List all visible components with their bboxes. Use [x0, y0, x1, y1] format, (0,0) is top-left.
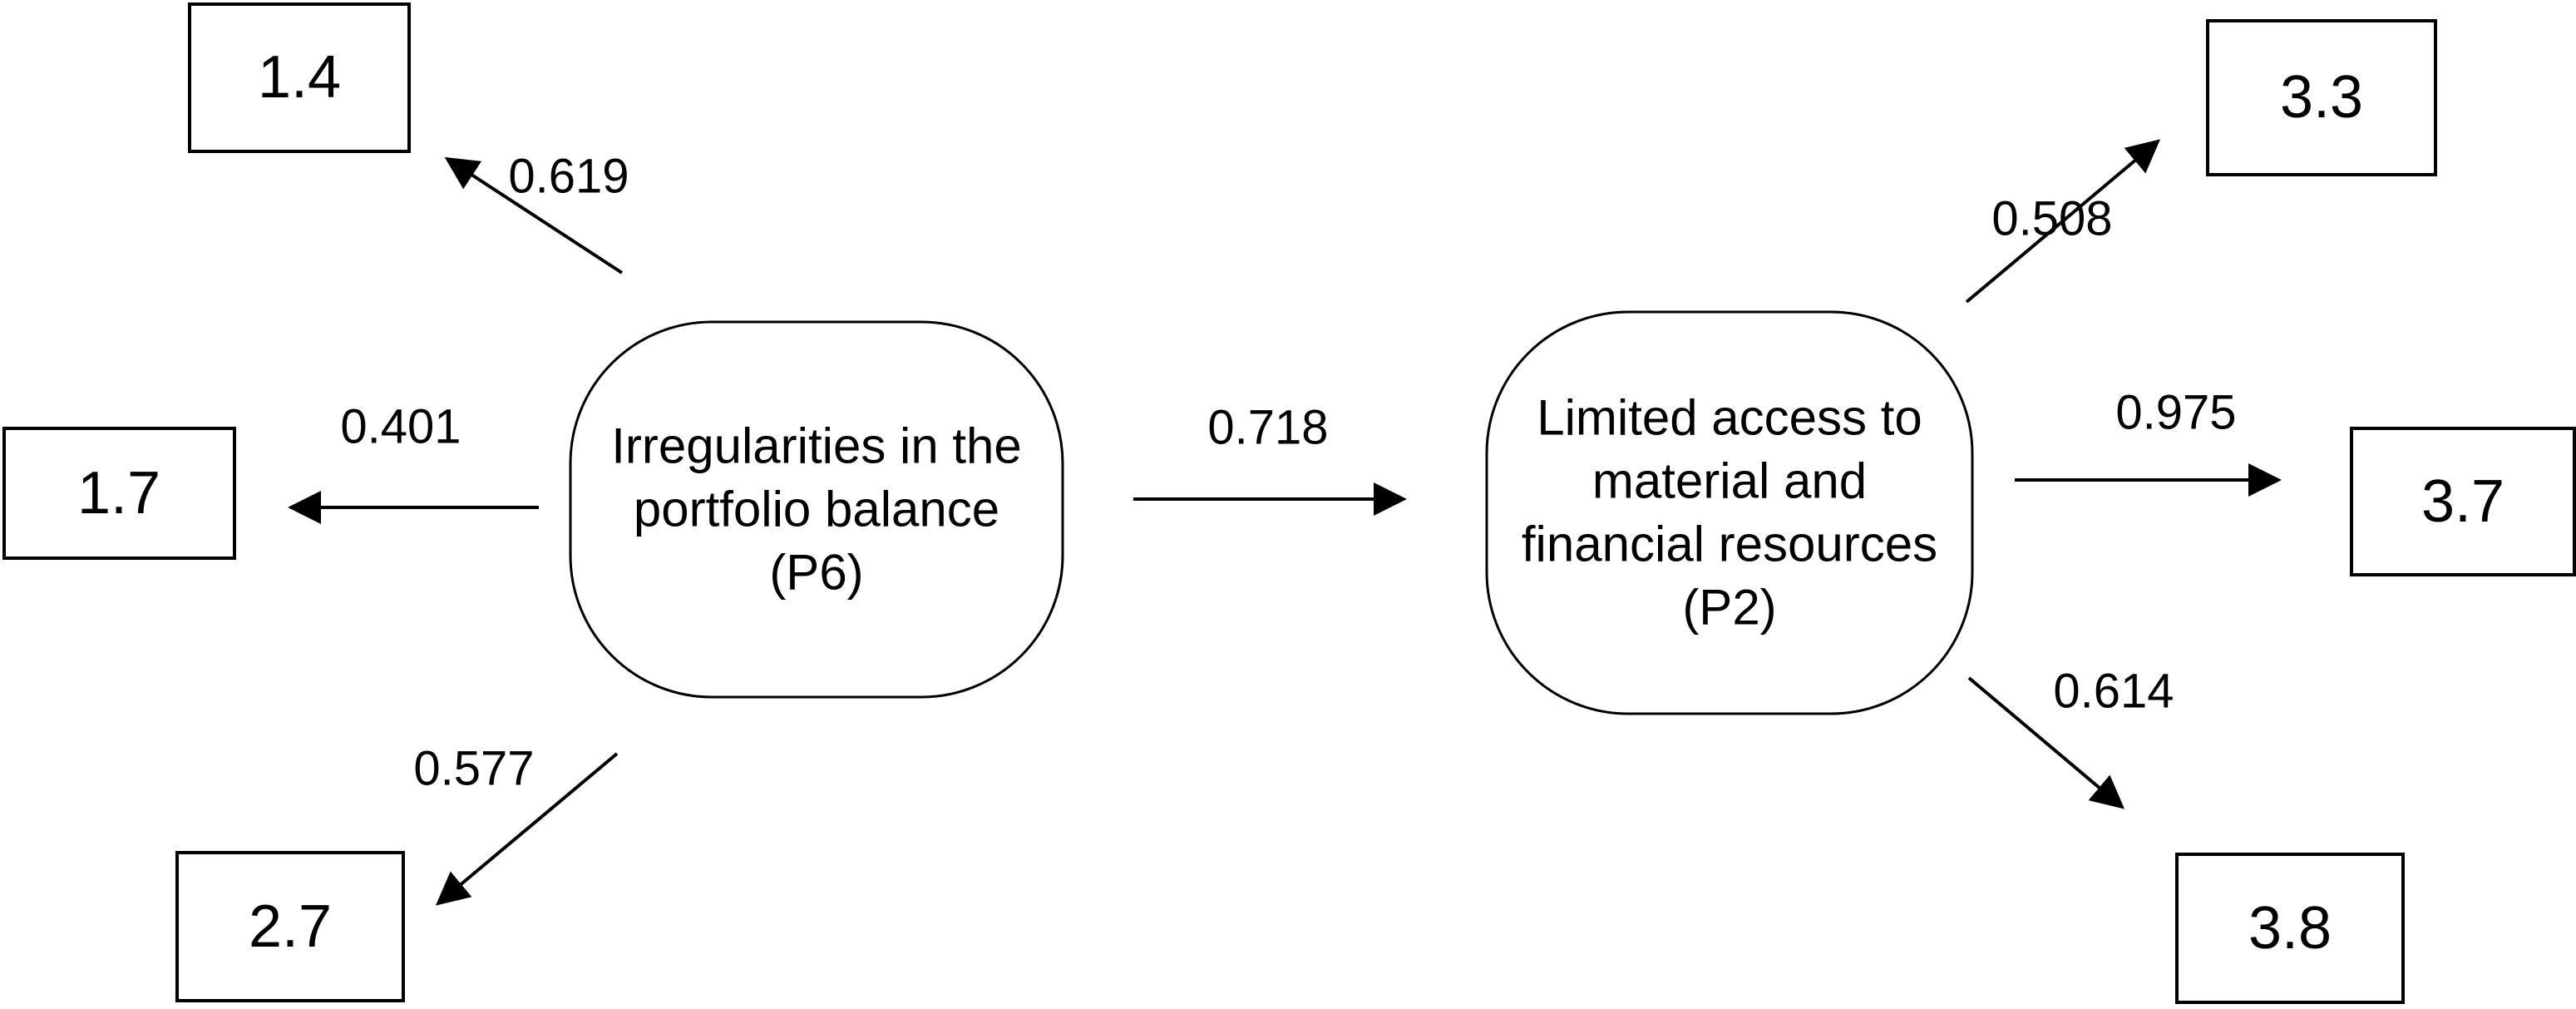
- observed-box-value: 3.3: [2280, 64, 2363, 131]
- observed-box-rect: [2175, 853, 2405, 1004]
- path-coefficient-labels: 0.619 0.401 0.577 0.718 0.508 0.975 0.61…: [340, 150, 2236, 796]
- observed-box-value: 1.4: [258, 44, 341, 111]
- coefficient-label-p6-2.7: 0.577: [413, 742, 534, 796]
- observed-box-rect: [2350, 427, 2576, 576]
- latent-node-label-line: (P6): [769, 545, 863, 601]
- latent-node-label-line: (P2): [1682, 580, 1776, 636]
- observed-box-value: 3.7: [2421, 468, 2504, 535]
- coefficient-label-p6-1.7: 0.401: [340, 400, 461, 454]
- arrow-p2-to-3.3: [1965, 139, 2161, 304]
- latent-node-p2: Limited access to material and financial…: [1485, 310, 1974, 715]
- observed-box-rect: [175, 851, 405, 1002]
- arrow-p6-to-2.7: [435, 752, 619, 906]
- observed-box-rect: [188, 2, 411, 153]
- observed-box-value: 1.7: [77, 460, 160, 527]
- latent-node-label-line: financial resources: [1522, 517, 1937, 572]
- latent-node-shape: [1485, 310, 1974, 715]
- latent-node-shape: [569, 320, 1064, 699]
- latent-node-label-line: Irregularities in the: [611, 418, 1022, 474]
- arrow-p2-to-3.8: [1967, 676, 2125, 809]
- observed-box-3.3: 3.3: [2206, 19, 2437, 176]
- coefficient-label-p6-1.4: 0.619: [508, 150, 629, 204]
- latent-node-p6: Irregularities in the portfolio balance …: [569, 320, 1064, 699]
- coefficient-label-p2-3.3: 0.508: [1991, 192, 2112, 246]
- observed-box-1.4: 1.4: [188, 2, 411, 153]
- latent-node-label-line: portfolio balance: [634, 482, 999, 537]
- observed-box-3.8: 3.8: [2175, 853, 2405, 1004]
- observed-box-3.7: 3.7: [2350, 427, 2576, 576]
- coefficient-label-p2-3.7: 0.975: [2115, 386, 2236, 440]
- path-arrows: [288, 139, 2282, 906]
- coefficient-label-p2-3.8: 0.614: [2053, 665, 2174, 719]
- observed-box-rect: [2, 427, 236, 560]
- observed-box-rect: [2206, 19, 2437, 176]
- observed-box-value: 2.7: [249, 893, 332, 960]
- latent-node-label-line: material and: [1592, 453, 1867, 509]
- observed-box-2.7: 2.7: [175, 851, 405, 1002]
- latent-node-label-line: Limited access to: [1537, 390, 1922, 446]
- observed-box-1.7: 1.7: [2, 427, 236, 560]
- arrow-p6-to-1.4: [444, 156, 624, 275]
- coefficient-label-p6-p2: 0.718: [1207, 401, 1328, 455]
- observed-box-value: 3.8: [2248, 895, 2332, 962]
